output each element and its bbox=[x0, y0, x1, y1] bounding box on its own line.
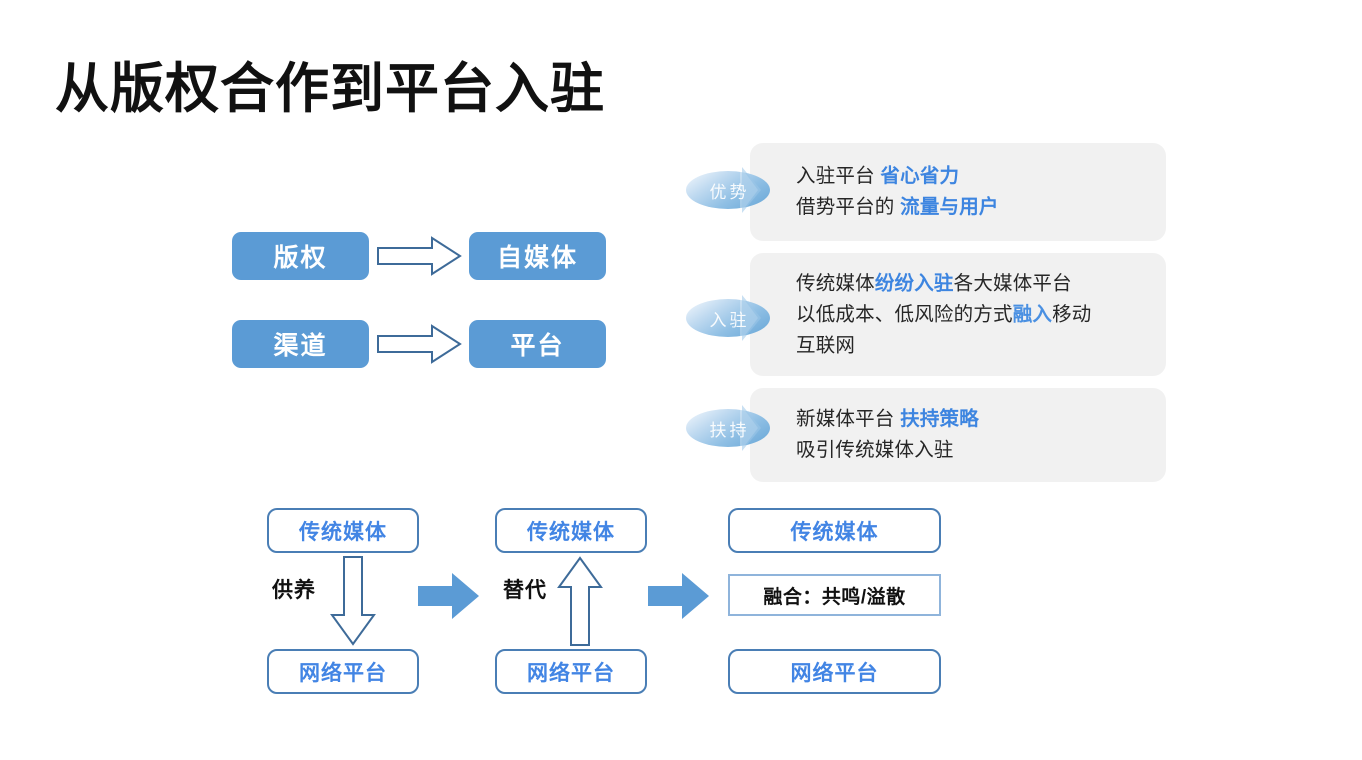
diagram-col2-bottom-box[interactable]: 网络平台 bbox=[495, 649, 647, 694]
panel-2-line-2-plain: 以低成本、低风险的方式 bbox=[796, 303, 1013, 325]
panel-2-line-3: 互联网 bbox=[796, 334, 856, 356]
badge-ellipse-icon bbox=[686, 294, 770, 342]
info-panel-support-text: 新媒体平台 扶持策略 吸引传统媒体入驻 bbox=[796, 404, 1152, 466]
panel-3-line-1-highlight: 扶持策略 bbox=[900, 408, 979, 430]
pill-flow-group: 版权 自媒体 渠道 平台 bbox=[232, 232, 632, 382]
panel-2-line-2-tail: 移动 bbox=[1052, 303, 1092, 325]
pill-source-1[interactable]: 版权 bbox=[232, 232, 369, 280]
diagram-col3-bottom-box[interactable]: 网络平台 bbox=[728, 649, 941, 694]
panel-2-line-1: 传统媒体纷纷入驻各大媒体平台 bbox=[796, 268, 1152, 299]
panel-2-line-2: 以低成本、低风险的方式融入移动 bbox=[796, 299, 1152, 330]
pill-target-1[interactable]: 自媒体 bbox=[469, 232, 606, 280]
diagram-col3-top-box[interactable]: 传统媒体 bbox=[728, 508, 941, 553]
hollow-right-arrow-2-wrap bbox=[369, 323, 469, 365]
panel-1-line-2: 借势平台的 流量与用户 bbox=[796, 192, 1152, 223]
info-panel-settle-in-text: 传统媒体纷纷入驻各大媒体平台 以低成本、低风险的方式融入移动 互联网 bbox=[796, 268, 1152, 361]
hollow-down-arrow-wrap bbox=[329, 555, 377, 652]
solid-right-arrow-icon bbox=[648, 573, 709, 619]
diagram-col1-top-box[interactable]: 传统媒体 bbox=[267, 508, 419, 553]
pill-source-2[interactable]: 渠道 bbox=[232, 320, 369, 368]
badge-support[interactable]: 扶持 bbox=[685, 402, 771, 454]
info-panel-settle-in: 传统媒体纷纷入驻各大媒体平台 以低成本、低风险的方式融入移动 互联网 bbox=[750, 253, 1166, 376]
badge-advantage[interactable]: 优势 bbox=[685, 164, 771, 216]
badge-ellipse-icon bbox=[686, 166, 770, 214]
diagram-col1-edge-label: 供养 bbox=[272, 579, 316, 602]
diagram-col1-bottom-box[interactable]: 网络平台 bbox=[267, 649, 419, 694]
diagram-col3-middle-box[interactable]: 融合：共鸣/溢散 bbox=[728, 574, 941, 616]
info-panel-support: 新媒体平台 扶持策略 吸引传统媒体入驻 bbox=[750, 388, 1166, 482]
solid-right-arrow-2-wrap bbox=[648, 570, 710, 627]
pill-flow-row-1: 版权 自媒体 bbox=[232, 232, 632, 280]
solid-right-arrow-1-wrap bbox=[418, 570, 480, 627]
panel-3-line-1-plain: 新媒体平台 bbox=[796, 408, 901, 430]
solid-right-arrow-icon bbox=[418, 573, 479, 619]
info-panel-advantage: 入驻平台 省心省力 借势平台的 流量与用户 bbox=[750, 143, 1166, 241]
hollow-up-arrow-icon bbox=[557, 556, 603, 646]
panel-1-line-1-plain: 入驻平台 bbox=[796, 165, 881, 187]
panel-1-line-1: 入驻平台 省心省力 bbox=[796, 161, 1152, 192]
info-panel-advantage-text: 入驻平台 省心省力 借势平台的 流量与用户 bbox=[796, 161, 1152, 223]
panel-1-line-2-highlight: 流量与用户 bbox=[900, 196, 999, 218]
hollow-down-arrow-icon bbox=[330, 556, 376, 646]
panel-2-line-2-highlight: 融入 bbox=[1012, 303, 1053, 325]
diagram-col2-top-box[interactable]: 传统媒体 bbox=[495, 508, 647, 553]
bottom-diagram: 传统媒体 供养 网络平台 传统媒体 替代 网络平台 bbox=[0, 498, 1362, 718]
hollow-right-arrow-1-wrap bbox=[369, 235, 469, 277]
hollow-right-arrow-icon bbox=[377, 236, 462, 276]
panel-2-line-1-highlight: 纷纷入驻 bbox=[874, 272, 954, 294]
panel-1-line-1-highlight: 省心省力 bbox=[880, 165, 960, 187]
panel-3-line-2: 吸引传统媒体入驻 bbox=[796, 439, 954, 461]
pill-target-2[interactable]: 平台 bbox=[469, 320, 606, 368]
badge-advantage-label: 优势 bbox=[709, 182, 750, 202]
pill-flow-row-2: 渠道 平台 bbox=[232, 320, 632, 368]
badge-support-label: 扶持 bbox=[709, 420, 750, 440]
panel-2-line-1-plain: 传统媒体 bbox=[796, 272, 875, 294]
panel-1-line-2-plain: 借势平台的 bbox=[796, 196, 901, 218]
page-title: 从版权合作到平台入驻 bbox=[55, 59, 605, 119]
hollow-right-arrow-icon bbox=[377, 324, 462, 364]
hollow-up-arrow-wrap bbox=[556, 555, 604, 652]
badge-settle-in[interactable]: 入驻 bbox=[685, 292, 771, 344]
diagram-col2-edge-label: 替代 bbox=[503, 579, 547, 602]
badge-ellipse-icon bbox=[686, 404, 770, 452]
panel-2-line-1-tail: 各大媒体平台 bbox=[953, 272, 1072, 294]
panel-3-line-1: 新媒体平台 扶持策略 bbox=[796, 404, 1152, 435]
badge-settle-in-label: 入驻 bbox=[709, 310, 750, 330]
